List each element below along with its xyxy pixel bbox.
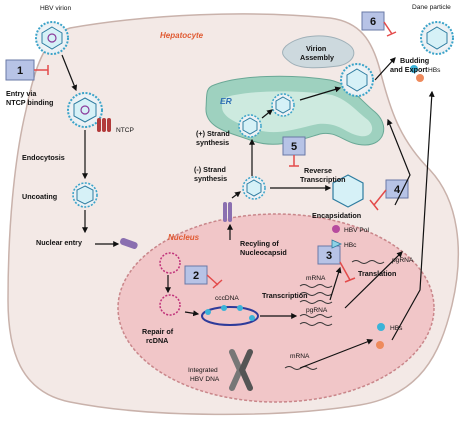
label-plus-strand-1: (+) Strand (196, 129, 230, 138)
nuclear-pore-top (223, 202, 232, 222)
rcdna-loop (159, 252, 181, 316)
hbv-pol-marker (332, 225, 340, 233)
step-6-box: 6 (361, 11, 385, 31)
step-2-box: 2 (184, 265, 208, 285)
virion-entry (67, 92, 103, 128)
inhibitor-marks (34, 21, 397, 289)
label-transcription: Transcription (262, 291, 308, 300)
svg-text:1: 1 (17, 65, 23, 77)
label-pgrna-translation: pgRNA (392, 257, 414, 264)
capsid-er (271, 93, 295, 117)
hbv-virion-top (35, 21, 69, 55)
label-hepatocyte: Hepatocyte (160, 31, 204, 40)
hbs-blue-bottom (377, 323, 385, 331)
label-hbs-bottom: HBs (390, 325, 403, 332)
label-repair-2: rcDNA (146, 336, 168, 345)
label-budding-1: Budding (400, 56, 429, 65)
dane-particle (420, 21, 454, 55)
capsid-encapsidation (332, 174, 364, 208)
capsid-endocytosis (72, 182, 98, 208)
flow-arrows (61, 54, 435, 369)
step-4-box: 4 (385, 179, 409, 199)
label-minus-strand-1: (-) Strand (194, 165, 226, 174)
label-reverse-2: Transcription (300, 175, 346, 184)
label-ntcp: NTCP (116, 127, 135, 134)
label-er: ER (220, 96, 233, 106)
virion-assembly-compartment (282, 35, 355, 69)
label-uncoating: Uncoating (22, 192, 57, 201)
label-recycling-1: Recyling of (240, 239, 279, 248)
label-budding-2: and Export (390, 65, 428, 74)
label-dane-particle: Dane particle (412, 4, 451, 11)
hbs-orange-top (416, 74, 424, 82)
svg-text:5: 5 (291, 141, 297, 153)
label-nuclear-entry: Nuclear entry (36, 238, 82, 247)
svg-text:2: 2 (193, 270, 199, 282)
capsid-plus-strand (238, 114, 262, 138)
label-encapsidation: Encapsidation (312, 211, 361, 220)
label-pgrna-nucleus: pgRNA (306, 307, 328, 314)
label-cccdna: cccDNA (215, 295, 239, 302)
svg-text:4: 4 (394, 184, 401, 196)
label-minus-strand-2: synthesis (194, 174, 227, 183)
label-entry-2: NTCP binding (6, 98, 53, 107)
label-repair-1: Repair of (142, 327, 174, 336)
step-1-box: 1 (5, 59, 35, 81)
label-plus-strand-2: synthesis (196, 138, 229, 147)
label-nucleus: Nucleus (168, 233, 200, 242)
label-integrated-2: HBV DNA (190, 376, 220, 383)
label-integrated-1: Integrated (188, 367, 218, 374)
integrated-chromosome (229, 349, 253, 391)
nuclear-pore-left (120, 237, 138, 249)
label-hbs-top: HBs (428, 67, 441, 74)
label-endocytosis: Endocytosis (22, 153, 65, 162)
label-recycling-2: Nucleocapsid (240, 248, 287, 257)
hbs-orange-bottom (376, 341, 384, 349)
label-entry-1: Entry via (6, 89, 37, 98)
hbc-marker (331, 239, 342, 249)
capsid-minus-strand (242, 176, 266, 200)
svg-text:3: 3 (326, 250, 332, 262)
label-mrna-integrated: mRNA (290, 353, 310, 360)
label-mrna-nucleus: mRNA (306, 275, 326, 282)
label-hbv-virion: HBV virion (40, 5, 71, 12)
rna-transcripts (284, 260, 385, 370)
step-5-box: 5 (282, 136, 306, 156)
ntcp-receptor (97, 118, 111, 132)
label-translation: Translation (358, 269, 396, 278)
step-3-box: 3 (317, 245, 341, 265)
virion-assembled (340, 63, 374, 97)
label-assembly-2: Assembly (300, 53, 334, 62)
label-hbv-pol: HBV Pol (344, 227, 369, 234)
label-reverse-1: Reverse (304, 166, 332, 175)
label-hbc: HBc (344, 242, 357, 249)
cccdna-structure (201, 305, 259, 326)
hbs-blue-top (410, 65, 418, 73)
svg-text:6: 6 (370, 16, 376, 28)
label-assembly-1: Virion (306, 44, 326, 53)
